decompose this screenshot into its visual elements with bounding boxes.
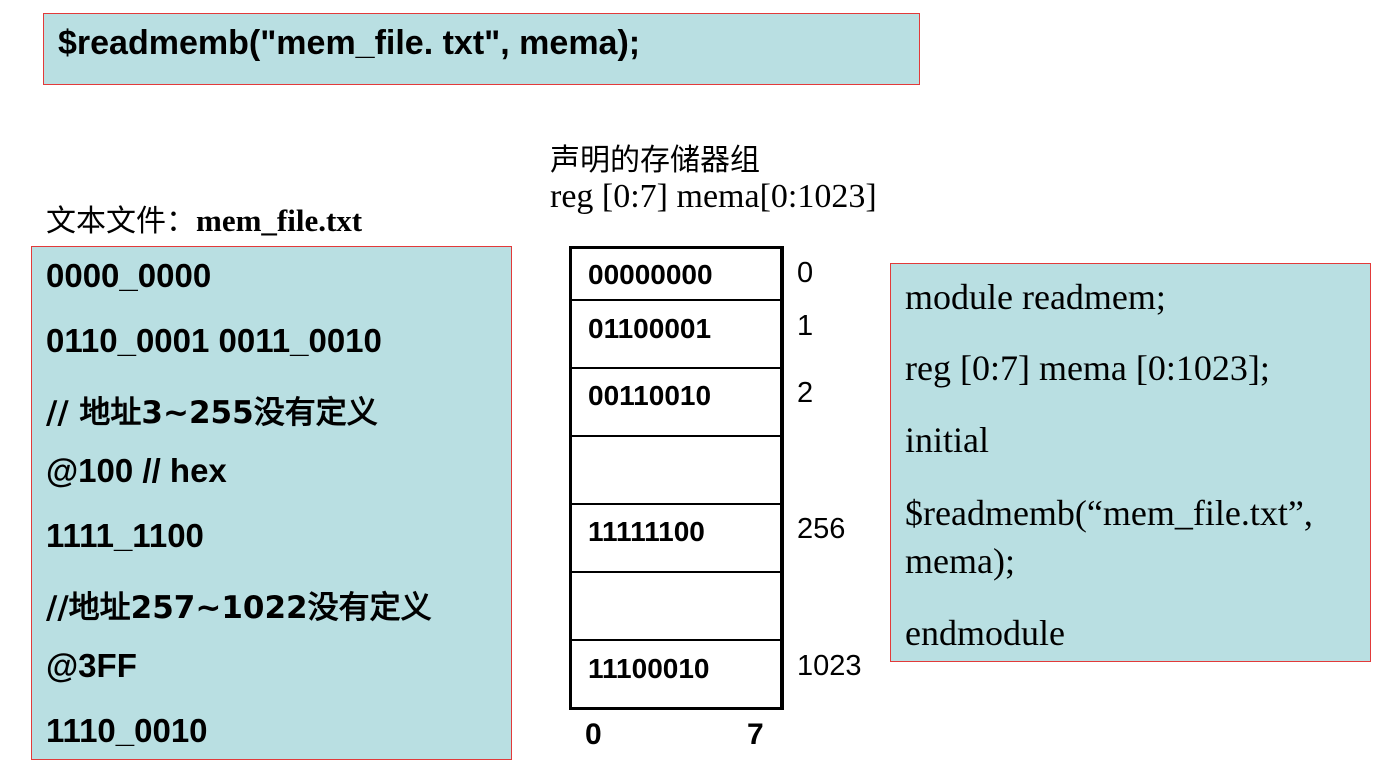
address-label: 0 (797, 257, 814, 289)
row-divider (572, 639, 781, 641)
module-code-line: reg [0:7] mema [0:1023]; (905, 348, 1270, 388)
memory-cell-value: 00110010 (588, 380, 712, 411)
row-divider (572, 503, 781, 505)
memory-column-divider (780, 249, 782, 707)
memory-cell-value: 11100010 (588, 653, 710, 684)
file-line: 1111_1100 (46, 517, 204, 554)
address-label: 2 (797, 377, 814, 409)
file-line: //地址257~1022没有定义 (46, 590, 432, 626)
module-code-line: mema); (905, 541, 1015, 581)
row-divider (572, 435, 781, 437)
file-caption-label: 文本文件： (46, 204, 196, 239)
file-caption: 文本文件：mem_file.txt (46, 196, 362, 240)
row-divider (572, 367, 781, 369)
title-code: $readmemb("mem_file. txt", mema); (58, 24, 641, 62)
address-label: 1 (797, 310, 814, 342)
module-code-line: $readmemb(“mem_file.txt”, (905, 493, 1313, 533)
bit-label-lsb: 7 (747, 718, 764, 751)
title-code-box: $readmemb("mem_file. txt", mema); (43, 13, 920, 85)
memory-cell-value: 00000000 (588, 259, 713, 290)
row-divider (572, 571, 781, 573)
module-code-line: module readmem; (905, 277, 1166, 317)
declaration-code: reg [0:7] mema[0:1023] (550, 178, 877, 215)
file-caption-filename: mem_file.txt (196, 203, 363, 238)
address-label: 1023 (797, 650, 862, 682)
file-line: 0000_0000 (46, 257, 212, 294)
file-content-box: 0000_0000 0110_0001 0011_0010 // 地址3~255… (31, 246, 512, 760)
memory-array-table: 00000000 01100001 00110010 11111100 1110… (569, 246, 784, 710)
file-line: // 地址3~255没有定义 (46, 395, 378, 431)
module-code-box: module readmem; reg [0:7] mema [0:1023];… (890, 263, 1371, 662)
file-line: @3FF (46, 647, 137, 684)
module-code-line: endmodule (905, 613, 1065, 653)
file-line: @100 // hex (46, 452, 227, 489)
bit-label-msb: 0 (585, 718, 602, 751)
memory-cell-value: 01100001 (588, 313, 712, 344)
memory-cell-value: 11111100 (588, 516, 705, 547)
declaration-title: 声明的存储器组 (550, 143, 760, 178)
address-label: 256 (797, 513, 846, 545)
file-line: 1110_0010 (46, 712, 208, 749)
row-divider (572, 299, 781, 301)
file-line: 0110_0001 0011_0010 (46, 322, 382, 359)
module-code-line: initial (905, 420, 989, 460)
